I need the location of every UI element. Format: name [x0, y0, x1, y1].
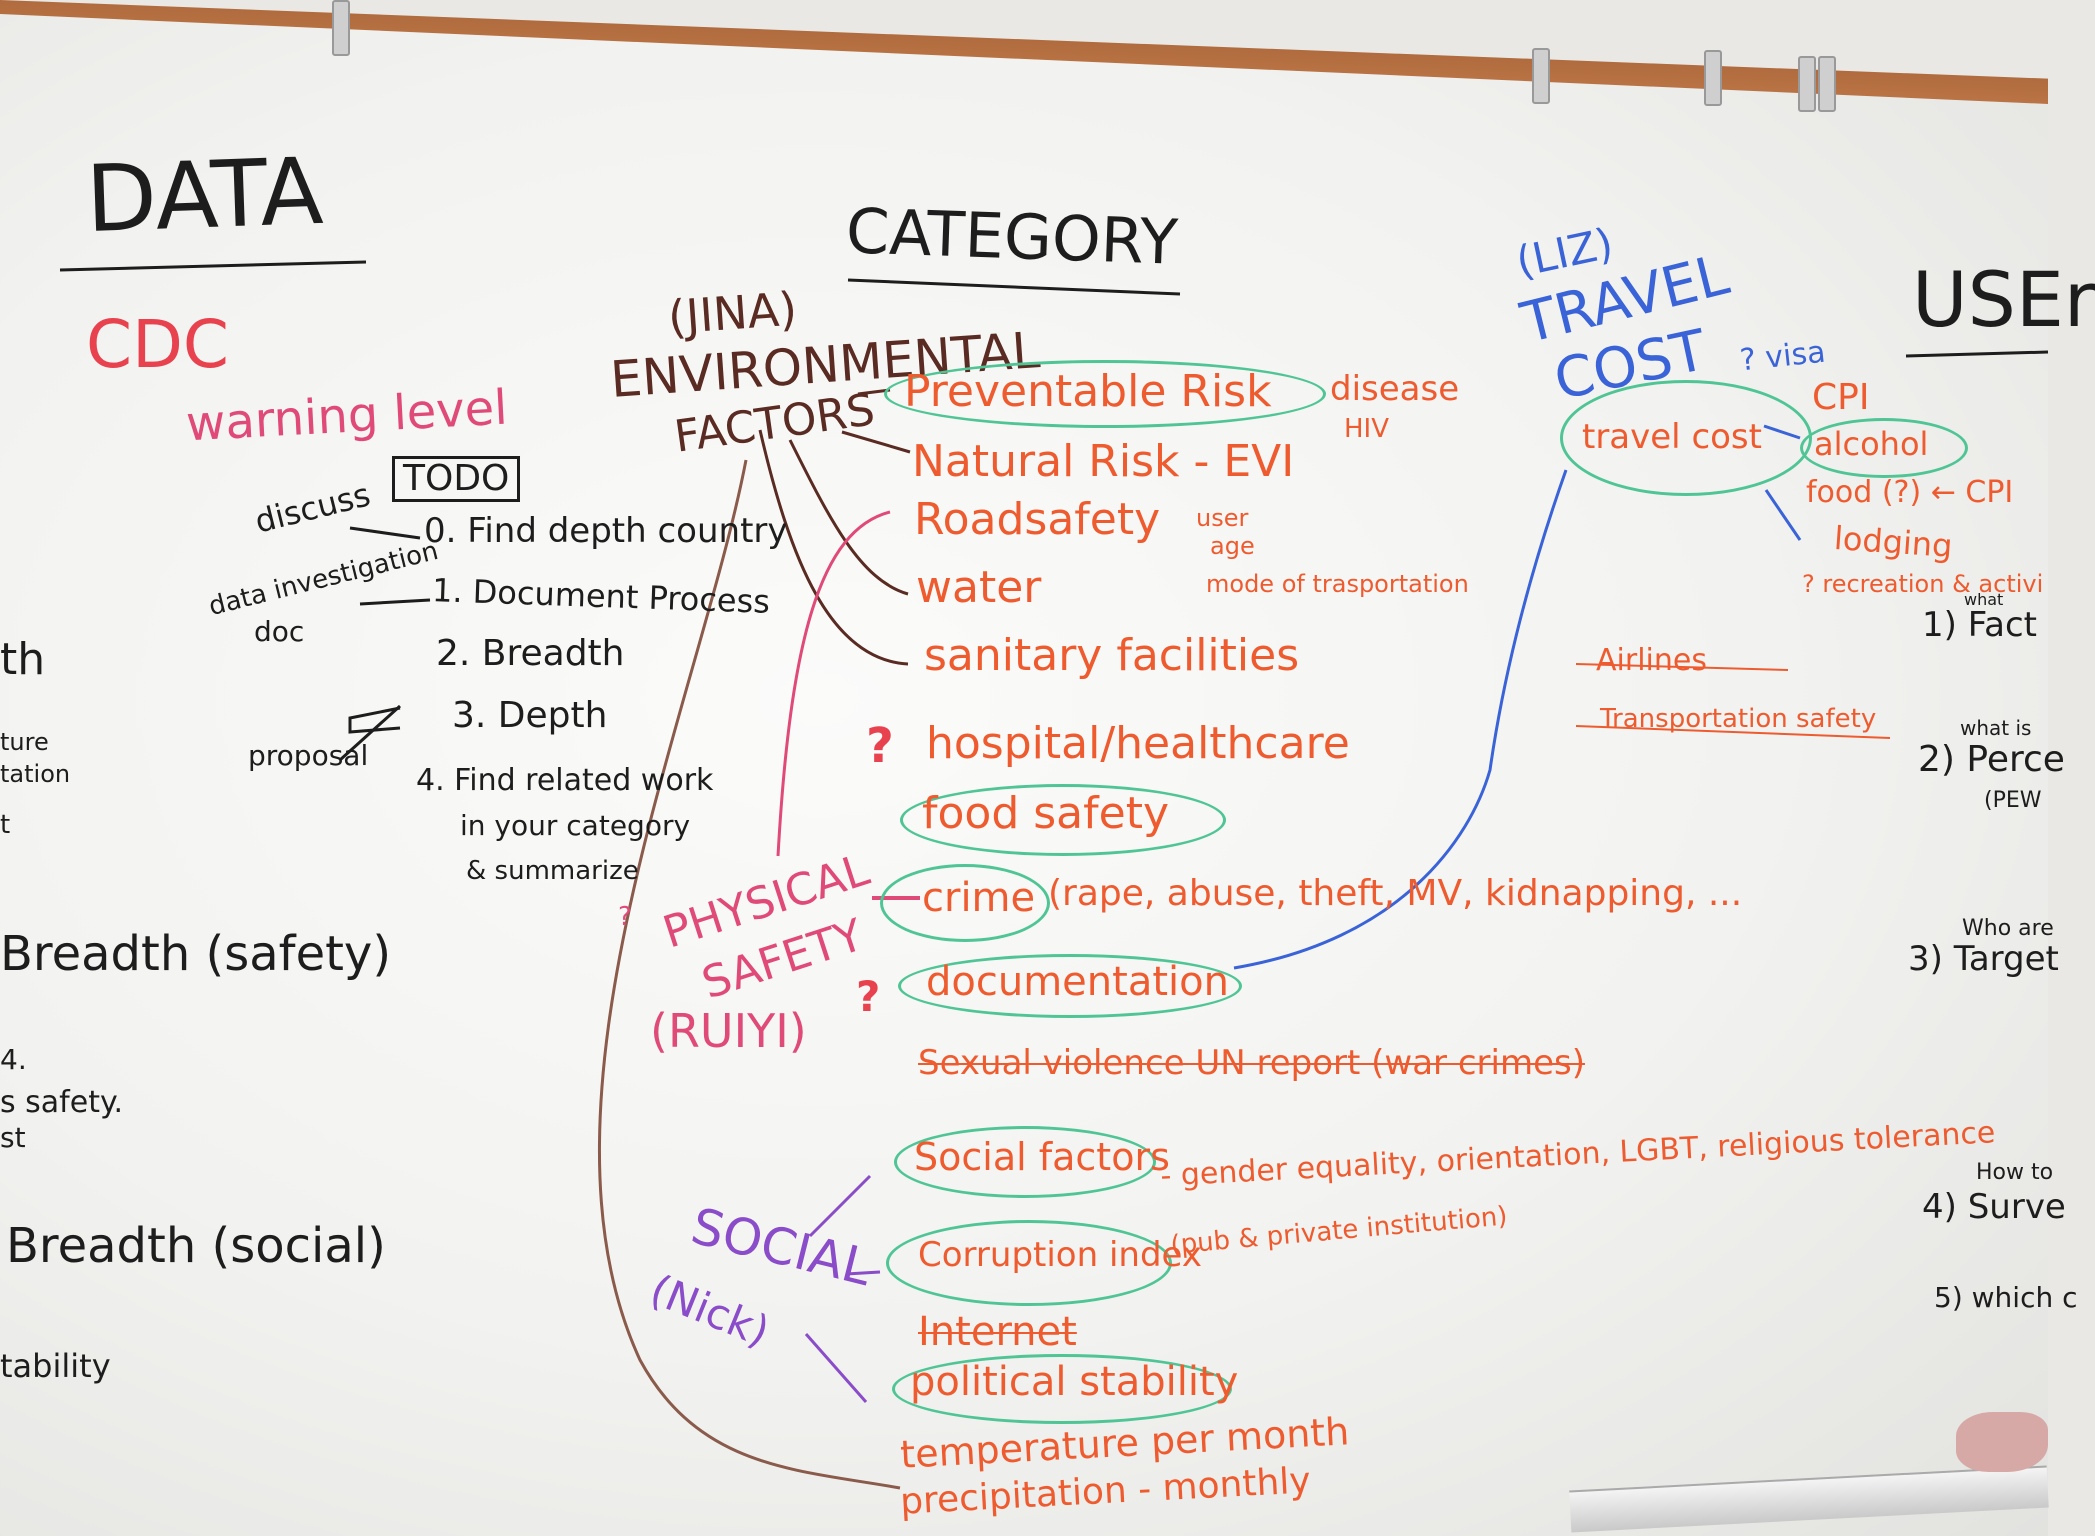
hospital-question-mark: ?: [866, 718, 894, 774]
preventable-risk: Preventable Risk: [904, 366, 1272, 417]
jina-label: (JINA): [666, 281, 799, 345]
doc-label: doc: [254, 615, 305, 648]
alcohol-label: alcohol: [1814, 425, 1929, 463]
breadth-social: Breadth (social): [6, 1218, 386, 1274]
crime-oval: [880, 864, 1050, 942]
lodging-arrow: [1764, 489, 1802, 541]
q1: 1) Fact: [1922, 605, 2037, 645]
food-safety: food safety: [922, 788, 1169, 839]
visa-label: ? visa: [1738, 334, 1828, 379]
q3: 3) Target: [1908, 939, 2059, 979]
hook: [1704, 50, 1722, 106]
hiv-label: HIV: [1344, 414, 1390, 444]
physical-question-mark: ?: [618, 902, 632, 932]
step-3: 3. Depth: [452, 695, 608, 736]
cpi-label: CPI: [1812, 377, 1870, 418]
magnet-clip: [332, 0, 350, 56]
step-4-line2: in your category: [460, 809, 691, 842]
social-factors: Social factors: [914, 1135, 1170, 1179]
preventable-risk-oval: [884, 360, 1326, 428]
user-underline: [1905, 350, 2049, 358]
left-fragment: ture: [0, 728, 49, 756]
airlines-strike: [1575, 663, 1789, 671]
social-line-2: [845, 1270, 881, 1276]
q4-pre: How to: [1976, 1160, 2054, 1185]
data-title: DATA: [84, 137, 325, 254]
eraser-cloth: [1956, 1412, 2048, 1472]
lodging-label: lodging: [1832, 518, 1954, 566]
crime: crime: [922, 875, 1036, 921]
q2-sub: (PEW: [1984, 788, 2042, 813]
q2: 2) Perce: [1918, 739, 2065, 780]
hook: [1798, 56, 1816, 112]
documentation-question-mark: ?: [856, 972, 881, 1021]
q1-pre: what: [1964, 590, 2004, 609]
travel-link-line: [1233, 469, 1568, 970]
social-line-1: [808, 1174, 872, 1238]
cdc-label: CDC: [86, 306, 229, 383]
factors-arrow-2: [841, 430, 911, 454]
sanitary-facilities: sanitary facilities: [924, 630, 1300, 681]
q3-pre: Who are: [1962, 916, 2054, 941]
investigation-arrow: [359, 598, 431, 606]
category-title: CATEGORY: [844, 194, 1179, 279]
internet: Internet: [918, 1309, 1077, 1355]
q5: 5) which c: [1934, 1281, 2078, 1314]
road-note-mode: mode of trasportation: [1206, 570, 1469, 598]
recreation-label: ? recreation & activi: [1802, 570, 2044, 598]
proposal-label: proposal: [248, 739, 369, 772]
hospital-healthcare: hospital/healthcare: [926, 718, 1350, 769]
documentation-oval: [898, 954, 1242, 1018]
natural-risk: Natural Risk - EVI: [912, 436, 1295, 487]
stability-fragment: tability: [0, 1347, 111, 1385]
road-safety: Roadsafety: [914, 494, 1161, 545]
alcohol-oval: [1800, 418, 1968, 478]
proposal-arrow: [338, 704, 402, 762]
ruiyi-label: (RUIYI): [650, 1004, 807, 1058]
political-stability: political stability: [910, 1359, 1239, 1405]
physical-line: [776, 510, 891, 857]
water: water: [916, 562, 1042, 613]
data-underline: [59, 260, 367, 272]
discuss-arrow: [349, 526, 421, 540]
disease-label: disease: [1330, 369, 1460, 409]
step-2: 2. Breadth: [436, 633, 625, 674]
step-4: 4. Find related work: [416, 763, 714, 798]
category-underline: [847, 278, 1181, 296]
todo-box: TODO: [392, 456, 521, 502]
crime-list: (rape, abuse, theft, MV, kidnapping, ...: [1048, 873, 1743, 914]
transport-strike: [1575, 725, 1891, 739]
safety-note: s safety.: [0, 1085, 123, 1120]
airlines-label: Airlines: [1596, 643, 1707, 678]
food-safety-oval: [900, 784, 1226, 856]
q2-pre: what is: [1960, 716, 2032, 740]
corruption-index: Corruption index: [918, 1235, 1202, 1275]
documentation: documentation: [926, 959, 1229, 1005]
transportation-safety-label: Transportation safety: [1600, 704, 1877, 734]
factors-line-water: [788, 439, 909, 596]
breadth-safety: Breadth (safety): [0, 926, 392, 982]
left-fragment: tation: [0, 760, 71, 788]
safety-note: 4.: [0, 1043, 27, 1076]
left-fragment: t: [0, 810, 11, 840]
corruption-oval: [886, 1220, 1172, 1306]
safety-note: st: [0, 1121, 26, 1154]
left-fragment: th: [0, 634, 46, 685]
environmental-bracket: [597, 459, 901, 1490]
travel-cost: travel cost: [1582, 417, 1762, 457]
road-note-age: age: [1210, 532, 1255, 560]
political-stability-oval: [892, 1354, 1232, 1424]
social-factors-oval: [894, 1126, 1156, 1198]
food-label: food (?) ← CPI: [1806, 475, 2014, 510]
road-note-user: user: [1196, 504, 1249, 532]
sexual-violence: Sexual violence UN report (war crimes): [918, 1043, 1585, 1083]
step-0: 0. Find depth country: [424, 511, 788, 551]
q4: 4) Surve: [1922, 1187, 2066, 1227]
connector-lines: [59, 260, 2049, 1490]
hook: [1818, 56, 1836, 112]
step-4-line3: & summarize: [466, 856, 639, 886]
social-line-3: [804, 1333, 868, 1403]
hook: [1532, 48, 1550, 104]
user-title: USEr: [1912, 255, 2095, 344]
